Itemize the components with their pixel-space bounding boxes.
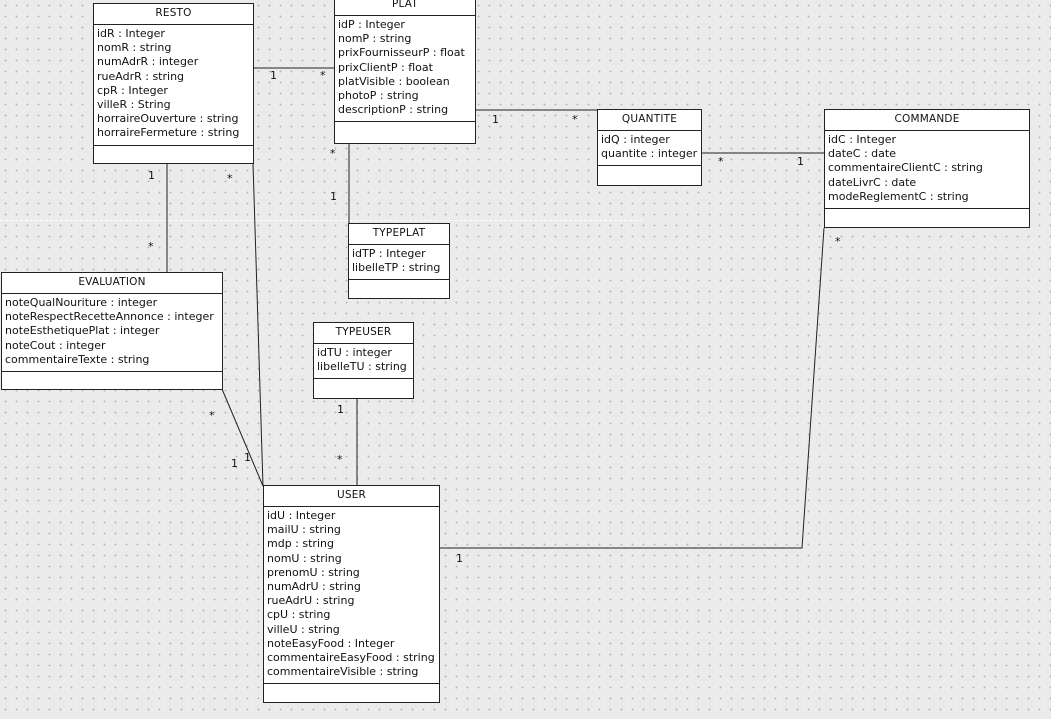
mult-commande-user-user: 1 xyxy=(456,552,463,565)
operations-compartment xyxy=(94,146,253,164)
mult-resto-evaluation-evaluation: * xyxy=(148,240,154,253)
attribute: noteEasyFood : Integer xyxy=(267,636,395,650)
attribute: idTP : Integer xyxy=(352,247,426,260)
mult-plat-typeplat-plat: * xyxy=(330,147,336,160)
mult-resto-plat-resto: 1 xyxy=(270,69,277,82)
operations-compartment xyxy=(598,166,701,184)
attribute: noteCout : integer xyxy=(5,338,106,352)
mult-plat-quantite-quantite: * xyxy=(572,113,578,126)
mult-typeuser-user-typeuser: 1 xyxy=(337,403,344,416)
attribute: platVisible : boolean xyxy=(338,74,450,88)
assoc-commande-user xyxy=(439,227,825,549)
attribute: villeR : String xyxy=(97,97,171,111)
attribute: noteRespectRecetteAnnonce : integer xyxy=(5,310,214,324)
attribute: villeU : string xyxy=(267,622,340,636)
attribute: dateC : date xyxy=(828,147,896,161)
operations-compartment xyxy=(349,280,449,298)
attribute: dateLivrC : date xyxy=(828,175,917,189)
attribute: cpU : string xyxy=(267,608,331,622)
mult-commande-user-commande: * xyxy=(835,235,841,248)
class-name-user: USER xyxy=(264,486,439,507)
mult-resto-evaluation-resto: 1 xyxy=(148,169,155,182)
mult-quantite-commande-commande: 1 xyxy=(797,155,804,168)
attribute: descriptionP : string xyxy=(338,103,449,117)
attribute: commentaireEasyFood : string xyxy=(267,650,435,664)
operations-compartment xyxy=(2,372,222,390)
attribute: noteQualNouriture : integer xyxy=(5,296,158,309)
attribute: mdp : string xyxy=(267,537,334,551)
assoc-evaluation-user xyxy=(221,388,264,487)
attribute: nomR : string xyxy=(97,41,172,55)
attribute: prenomU : string xyxy=(267,565,360,579)
attribute: prixClientP : float xyxy=(338,60,433,74)
attribute: commentaireVisible : string xyxy=(267,665,419,679)
mult-quantite-commande-quantite: * xyxy=(718,155,724,168)
operations-compartment xyxy=(314,379,413,397)
attribute: idQ : integer xyxy=(601,133,670,146)
operations-compartment xyxy=(335,122,475,140)
attribute: rueAdrU : string xyxy=(267,594,355,608)
class-name-typeuser: TYPEUSER xyxy=(314,323,413,344)
attribute: libelleTP : string xyxy=(352,261,441,275)
attribute: commentaireClientC : string xyxy=(828,161,983,175)
attribute: quantite : integer xyxy=(601,147,698,161)
attribute: cpR : Integer xyxy=(97,83,168,97)
attribute: nomP : string xyxy=(338,32,412,46)
attribute: numAdrR : integer xyxy=(97,55,199,69)
mult-plat-quantite-plat: 1 xyxy=(492,113,499,126)
class-name-plat: PLAT xyxy=(335,0,475,16)
attribute: mailU : string xyxy=(267,523,341,537)
mult-plat-typeplat-typeplat: 1 xyxy=(330,190,337,203)
attribute: nomU : string xyxy=(267,551,342,565)
attribute: horraireOuverture : string xyxy=(97,112,239,126)
guide-line xyxy=(0,220,642,221)
mult-resto-user-user: 1 xyxy=(244,451,251,464)
mult-resto-plat-plat: * xyxy=(320,69,326,82)
class-name-resto: RESTO xyxy=(94,4,253,25)
attribute: horraireFermeture : string xyxy=(97,126,240,140)
attribute: idP : Integer xyxy=(338,18,405,31)
mult-resto-user-resto: * xyxy=(227,172,233,185)
attribute: idTU : integer xyxy=(317,346,392,359)
class-name-commande: COMMANDE xyxy=(825,110,1029,131)
class-name-typeplat: TYPEPLAT xyxy=(349,224,449,245)
class-name-quantite: QUANTITE xyxy=(598,110,701,131)
operations-compartment xyxy=(264,684,439,702)
class-name-evaluation: EVALUATION xyxy=(2,273,222,294)
attribute: photoP : string xyxy=(338,88,419,102)
attribute: commentaireTexte : string xyxy=(5,352,150,366)
operations-compartment xyxy=(825,209,1029,227)
attribute: prixFournisseurP : float xyxy=(338,46,465,60)
attribute: numAdrU : string xyxy=(267,579,361,593)
mult-evaluation-user-user: 1 xyxy=(231,457,238,470)
assoc-resto-user xyxy=(252,162,264,487)
attribute: libelleTU : string xyxy=(317,360,407,374)
attribute: idR : Integer xyxy=(97,27,165,40)
attribute: idU : Integer xyxy=(267,509,336,522)
attribute: noteEsthetiquePlat : integer xyxy=(5,324,160,338)
mult-typeuser-user-user: * xyxy=(337,453,343,466)
mult-evaluation-user-evaluation: * xyxy=(209,409,215,422)
attribute: idC : Integer xyxy=(828,133,896,146)
attribute: rueAdrR : string xyxy=(97,69,185,83)
attribute: modeReglementC : string xyxy=(828,189,969,203)
